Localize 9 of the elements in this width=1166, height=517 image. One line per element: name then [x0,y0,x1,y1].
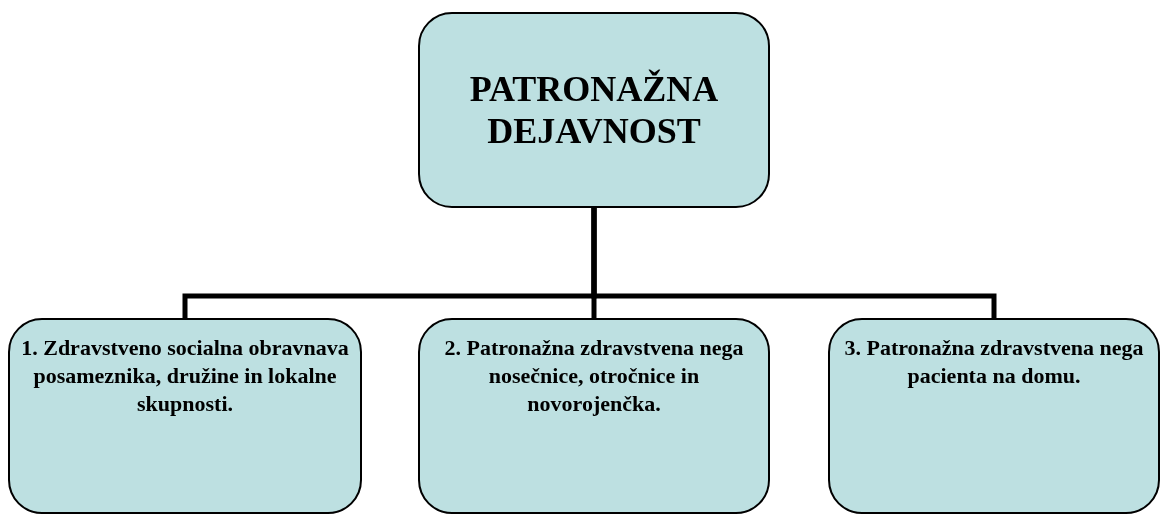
rounded-box [8,318,362,514]
connector-line [591,208,997,318]
box-text: 2. Patronažna zdravstvena nega nosečnice, otročnice in novorojenčka. [443,334,745,418]
rounded-box [418,318,770,514]
box-text: 3. Patronažna zdravstvena nega pacienta na domu. [843,334,1145,390]
rounded-box [828,318,1160,514]
rounded-box [418,12,770,208]
box-text: 1. Zdravstveno socialna obravnava posameznika, družine in lokalne skupnosti. [20,334,350,418]
box-text: PATRONAŽNA DEJAVNOST [468,68,720,152]
